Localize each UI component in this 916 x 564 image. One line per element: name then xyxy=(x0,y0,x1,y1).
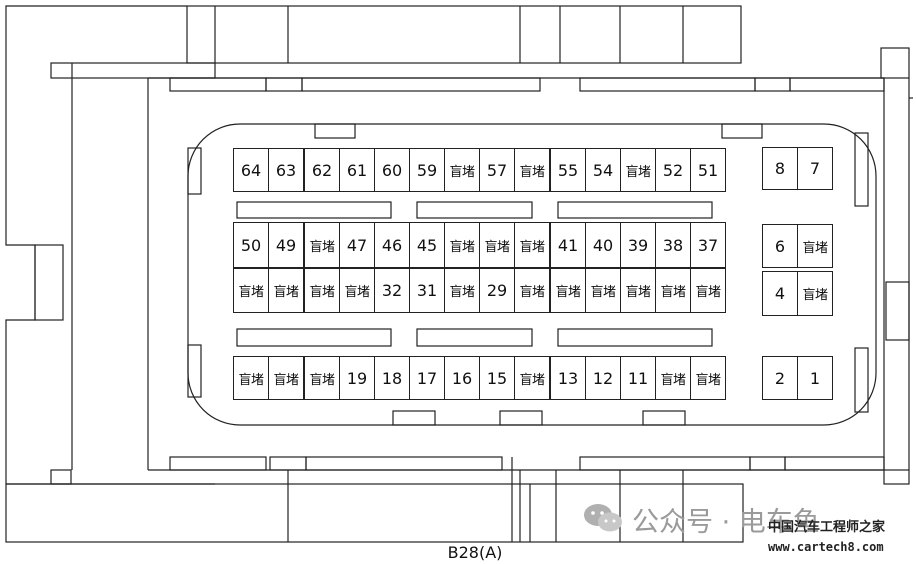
bottom-housing xyxy=(5,483,744,543)
side-pin-cell: 盲堵 xyxy=(797,224,833,268)
pin-cell: 盲堵 xyxy=(233,356,269,400)
right-top-tab xyxy=(880,47,910,79)
pin-cell: 31 xyxy=(409,268,445,313)
pin-cell: 15 xyxy=(479,356,515,400)
pin-cell: 17 xyxy=(409,356,445,400)
pin-cell: 12 xyxy=(585,356,621,400)
pin-cell: 60 xyxy=(374,148,410,192)
pin-cell: 40 xyxy=(585,222,621,268)
side-pin-cell: 7 xyxy=(797,147,833,190)
top-housing xyxy=(186,5,742,64)
watermark: 公众号 · 电车鱼 中国汽车工程师之家 www.cartech8.com xyxy=(582,492,914,562)
pin-cell: 61 xyxy=(339,148,375,192)
pin-cell: 盲堵 xyxy=(514,268,550,313)
pin-cell: 46 xyxy=(374,222,410,268)
separator-bar xyxy=(236,201,392,219)
separator-bar xyxy=(557,201,713,219)
pin-cell: 32 xyxy=(374,268,410,313)
pin-cell: 盲堵 xyxy=(444,148,480,192)
pin-cell: 盲堵 xyxy=(268,356,304,400)
pin-cell: 62 xyxy=(304,148,340,192)
pin-cell: 39 xyxy=(620,222,656,268)
side-pin-cell: 2 xyxy=(762,356,798,400)
pin-cell: 盲堵 xyxy=(233,268,269,313)
upper-left-rail xyxy=(50,62,216,79)
pin-cell: 51 xyxy=(690,148,726,192)
pin-cell: 50 xyxy=(233,222,269,268)
pin-cell: 37 xyxy=(690,222,726,268)
pin-cell: 45 xyxy=(409,222,445,268)
side-pin-cell: 8 xyxy=(762,147,798,190)
pin-cell: 盲堵 xyxy=(304,268,340,313)
pin-cell: 11 xyxy=(620,356,656,400)
pin-cell: 盲堵 xyxy=(655,356,691,400)
pin-cell: 盲堵 xyxy=(620,148,656,192)
pin-cell: 29 xyxy=(479,268,515,313)
pin-cell: 13 xyxy=(550,356,586,400)
left-latch xyxy=(34,244,64,321)
side-pin-cell: 6 xyxy=(762,224,798,268)
wechat-icon xyxy=(584,504,622,532)
side-pin-cell: 1 xyxy=(797,356,833,400)
pin-cell: 盲堵 xyxy=(304,222,340,268)
pin-cell: 47 xyxy=(339,222,375,268)
pin-cell: 盲堵 xyxy=(514,148,550,192)
pin-cell: 63 xyxy=(268,148,304,192)
pin-cell: 54 xyxy=(585,148,621,192)
pin-cell: 49 xyxy=(268,222,304,268)
watermark-site: 中国汽车工程师之家 xyxy=(768,520,886,535)
watermark-url: www.cartech8.com xyxy=(768,540,884,554)
pin-cell: 64 xyxy=(233,148,269,192)
pin-cell: 盲堵 xyxy=(479,222,515,268)
pin-cell: 52 xyxy=(655,148,691,192)
pin-cell: 盲堵 xyxy=(444,222,480,268)
pin-cell: 盲堵 xyxy=(339,268,375,313)
pin-cell: 19 xyxy=(339,356,375,400)
connector-caption: B28(A) xyxy=(447,543,503,562)
pin-cell: 盲堵 xyxy=(620,268,656,313)
separator-bar xyxy=(416,328,533,347)
pin-cell: 盲堵 xyxy=(444,268,480,313)
pin-cell: 盲堵 xyxy=(304,356,340,400)
pin-cell: 16 xyxy=(444,356,480,400)
separator-bar xyxy=(557,328,713,347)
pin-cell: 盲堵 xyxy=(514,222,550,268)
pin-cell: 盲堵 xyxy=(550,268,586,313)
pin-cell: 38 xyxy=(655,222,691,268)
pin-cell: 盲堵 xyxy=(690,268,726,313)
watermark-main: 公众号 · 电车鱼 xyxy=(632,507,820,538)
side-pin-cell: 4 xyxy=(762,271,798,316)
pin-cell: 41 xyxy=(550,222,586,268)
pin-cell: 59 xyxy=(409,148,445,192)
separator-bar xyxy=(236,328,392,347)
side-pin-cell: 盲堵 xyxy=(797,271,833,316)
right-latch xyxy=(885,281,910,341)
pin-cell: 盲堵 xyxy=(655,268,691,313)
separator-bar xyxy=(416,201,533,219)
pin-cell: 57 xyxy=(479,148,515,192)
pin-cell: 盲堵 xyxy=(268,268,304,313)
pin-cell: 盲堵 xyxy=(585,268,621,313)
pin-cell: 盲堵 xyxy=(514,356,550,400)
pin-cell: 18 xyxy=(374,356,410,400)
pin-cell: 盲堵 xyxy=(690,356,726,400)
pin-cell: 55 xyxy=(550,148,586,192)
